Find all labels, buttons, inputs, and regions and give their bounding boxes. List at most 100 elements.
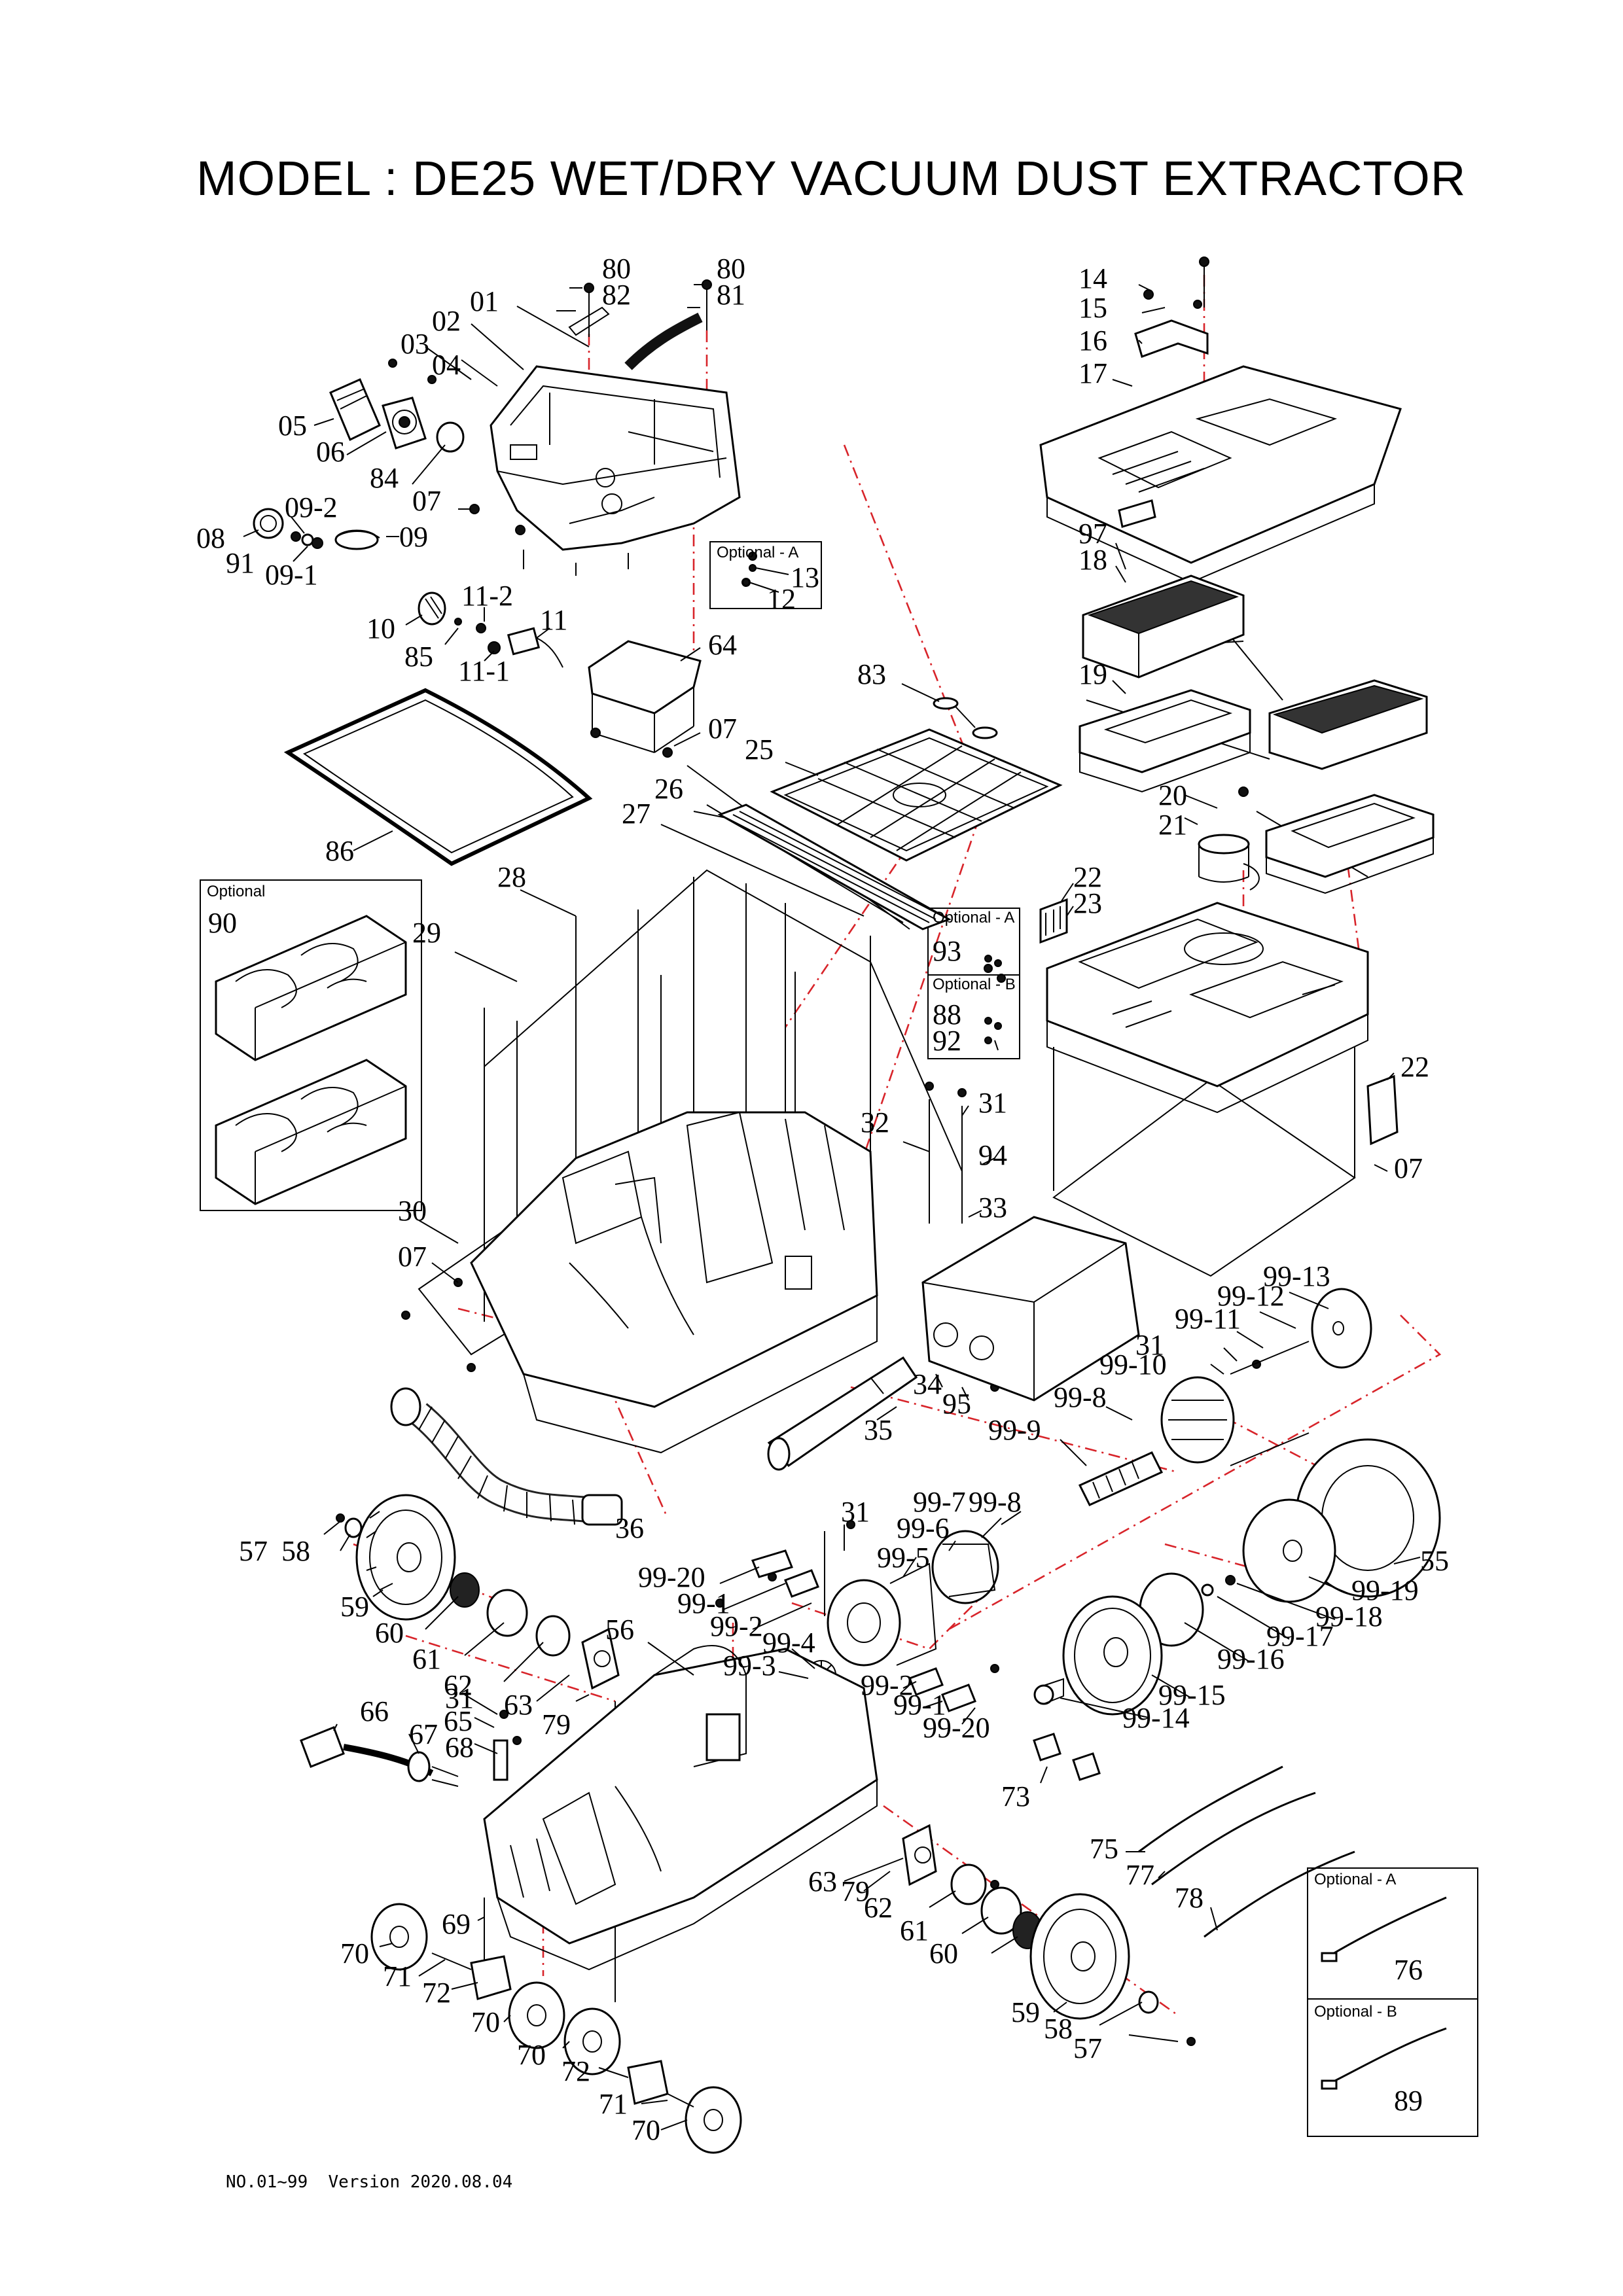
callout-59-b: 59: [1011, 1996, 1040, 2028]
callout-15: 15: [1079, 292, 1107, 324]
callout-58-b: 58: [1044, 2013, 1073, 2045]
callout-77: 77: [1126, 1859, 1154, 1891]
callout-23: 23: [1073, 887, 1102, 919]
callout-29: 29: [412, 917, 441, 949]
callout-66: 66: [360, 1695, 389, 1727]
callout-99-4: 99-4: [762, 1627, 815, 1659]
hub-61-right: [980, 1886, 1022, 1935]
callout-57-a: 57: [239, 1535, 268, 1567]
callout-19: 19: [1079, 658, 1107, 690]
hoses-75-77-78: [1138, 1765, 1355, 1938]
callout-99-6: 99-6: [897, 1512, 950, 1544]
optional-box-bottom: Optional - A Optional - B: [1307, 1867, 1478, 2137]
callout-99-2-b: 99-2: [861, 1669, 914, 1701]
optional-box-top-a: Optional - A: [709, 541, 822, 609]
callout-28: 28: [497, 861, 526, 893]
callout-80-b: 80: [717, 253, 745, 285]
version-footer: NO.01~99 Version 2020.08.04: [226, 2172, 513, 2192]
callout-68: 68: [445, 1731, 474, 1763]
callout-26: 26: [654, 773, 683, 805]
base-56: [483, 1645, 878, 1971]
callout-18: 18: [1079, 544, 1107, 576]
callout-99-8-b: 99-8: [969, 1486, 1022, 1518]
impeller-99-15: [1062, 1595, 1163, 1716]
filter-basket-25: [770, 728, 1063, 862]
callout-14: 14: [1079, 262, 1107, 294]
callout-99-2-a: 99-2: [710, 1610, 763, 1642]
callout-11: 11: [540, 604, 567, 636]
callout-16: 16: [1079, 325, 1107, 357]
filter-frame-19: [1079, 689, 1251, 793]
switch-06: [382, 397, 427, 450]
part-11-1: [488, 641, 501, 654]
callout-83: 83: [857, 658, 886, 690]
callout-labels: 80 82 80 81 01 02 03 04 05 06 84 07 08 9…: [196, 253, 1449, 2146]
callout-80-a: 80: [602, 253, 631, 285]
callout-99-9: 99-9: [988, 1414, 1041, 1446]
callout-97: 97: [1079, 518, 1107, 550]
callout-20: 20: [1158, 779, 1187, 811]
callout-99-20-a: 99-20: [638, 1561, 705, 1593]
callout-79-b: 79: [841, 1875, 870, 1907]
svg-text:Optional - A: Optional - A: [1314, 1871, 1396, 1888]
callout-35: 35: [864, 1414, 893, 1446]
callout-76: 76: [1394, 1954, 1423, 1986]
caster-axles-71: [431, 1952, 694, 2108]
filter-bag-26: [717, 804, 952, 930]
gasket-84: [436, 421, 465, 453]
page-title: MODEL : DE25 WET/DRY VACUUM DUST EXTRACT…: [196, 151, 1467, 205]
callout-90: 90: [208, 907, 237, 939]
strain-relief-67: [407, 1751, 431, 1782]
callout-57-b: 57: [1073, 2032, 1102, 2064]
callout-99-12: 99-12: [1217, 1280, 1285, 1312]
leader-lines: [243, 284, 1421, 2130]
filter-18: [1082, 574, 1245, 679]
float-21: [1198, 834, 1260, 891]
washer-99-17: [1201, 1583, 1214, 1597]
callout-62-a: 62: [444, 1669, 473, 1701]
part-11-2: [476, 623, 486, 633]
callout-07-b: 07: [708, 713, 737, 745]
motor-end-bracket-99-10: [1160, 1341, 1310, 1466]
chain-83: [933, 697, 998, 739]
filter-frame-19b: [1265, 794, 1435, 894]
callout-99-3: 99-3: [723, 1650, 776, 1682]
callout-05: 05: [278, 410, 307, 442]
callout-89: 89: [1394, 2085, 1423, 2117]
callout-94: 94: [978, 1139, 1007, 1171]
callout-99-14: 99-14: [1122, 1702, 1190, 1734]
callout-22-a: 22: [1073, 861, 1102, 893]
housing-block-34: [921, 1216, 1140, 1402]
callout-64: 64: [708, 629, 737, 661]
callout-99-1-b: 99-1: [893, 1689, 946, 1721]
filter-18b: [1268, 679, 1428, 770]
handle-grip-82: [568, 306, 610, 336]
callout-01: 01: [470, 285, 499, 317]
caster-wheels: [370, 1903, 742, 2154]
callout-69: 69: [442, 1908, 471, 1940]
callout-60-b: 60: [929, 1937, 958, 1969]
callout-92: 92: [933, 1025, 961, 1057]
callout-99-16: 99-16: [1217, 1643, 1285, 1675]
callout-30: 30: [398, 1195, 427, 1227]
callout-36: 36: [615, 1512, 644, 1544]
callout-17: 17: [1079, 357, 1107, 389]
callout-27: 27: [622, 798, 651, 830]
cover-64: [588, 640, 702, 753]
washer-58-left: [344, 1517, 363, 1538]
hose-36: [390, 1387, 623, 1526]
callout-59-a: 59: [340, 1591, 369, 1623]
washer-62-right: [950, 1863, 987, 1905]
svg-text:Optional - B: Optional - B: [1314, 2003, 1397, 2021]
callout-31-d: 31: [445, 1682, 474, 1714]
callout-25: 25: [745, 733, 774, 766]
optional-box-mid: [927, 908, 1020, 1059]
svg-text:Optional: Optional: [207, 883, 265, 900]
callout-75: 75: [1090, 1833, 1118, 1865]
handle-grip-81: [624, 312, 703, 370]
washer-58-right: [1138, 1990, 1159, 2014]
callout-09-1: 09-1: [265, 559, 318, 591]
callout-63-a: 63: [504, 1689, 533, 1721]
callout-95: 95: [942, 1388, 971, 1420]
callout-93: 93: [933, 935, 961, 967]
